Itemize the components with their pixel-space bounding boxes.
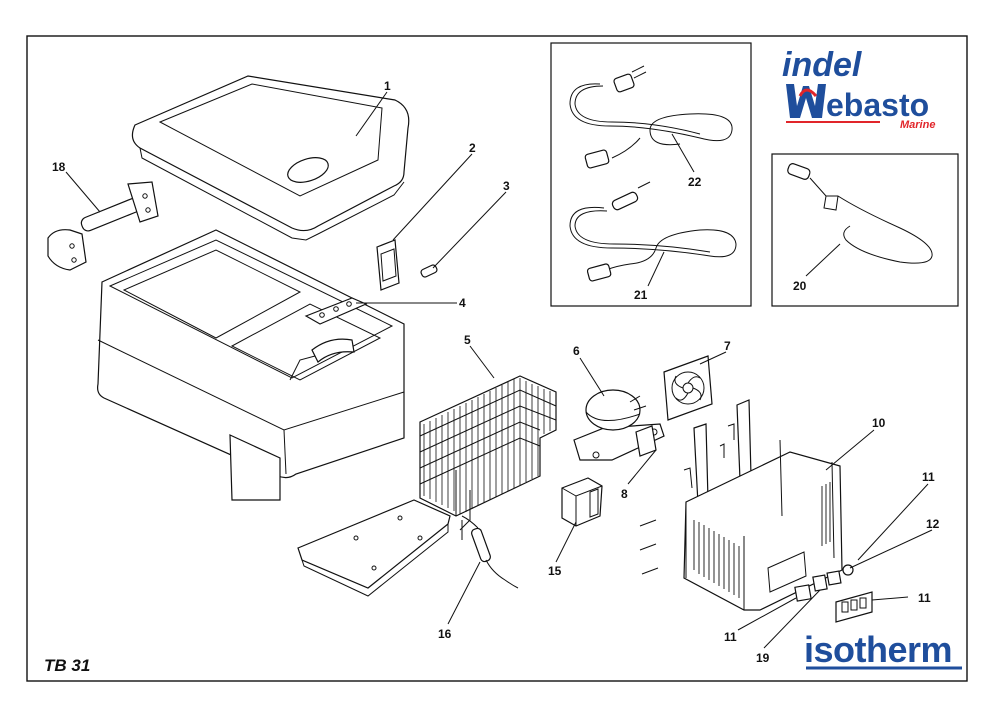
callout-12: 12 bbox=[926, 517, 940, 531]
model-label: TB 31 bbox=[44, 656, 90, 675]
sensor-box bbox=[771, 153, 959, 307]
callout-21: 21 bbox=[634, 288, 648, 302]
brand-logo-red-arc bbox=[798, 88, 818, 97]
part-hinge-cover bbox=[376, 239, 400, 291]
brand-logo-tag: Marine bbox=[900, 119, 935, 131]
part-pin bbox=[420, 264, 438, 278]
callout-8: 8 bbox=[621, 487, 628, 501]
part-lid bbox=[131, 75, 410, 241]
part-dc-cable bbox=[569, 181, 737, 282]
part-condenser bbox=[419, 375, 557, 540]
brand-logo-top: indel ebasto Marine bbox=[782, 46, 935, 131]
callout-labels: 1 2 3 4 5 6 7 8 10 11 11 11 12 15 16 18 … bbox=[52, 79, 940, 665]
part-cabinet bbox=[97, 229, 405, 501]
part-ac-cable bbox=[569, 65, 733, 169]
callout-5: 5 bbox=[464, 333, 471, 347]
callout-11-right: 11 bbox=[918, 591, 931, 605]
callout-20: 20 bbox=[793, 279, 807, 293]
part-electronic-unit bbox=[561, 477, 603, 527]
part-switches bbox=[794, 564, 873, 623]
part-control-panel bbox=[304, 297, 368, 325]
callout-19: 19 bbox=[756, 651, 770, 665]
part-sensor-cable bbox=[787, 163, 933, 264]
callout-22: 22 bbox=[688, 175, 702, 189]
leader-lines bbox=[65, 91, 933, 649]
part-bracket bbox=[635, 399, 752, 505]
callout-11-left: 11 bbox=[724, 630, 737, 644]
callout-16: 16 bbox=[438, 627, 452, 641]
callout-7: 7 bbox=[724, 339, 731, 353]
callout-18: 18 bbox=[52, 160, 66, 174]
callout-4: 4 bbox=[459, 296, 466, 310]
part-base-plate bbox=[297, 499, 451, 597]
part-thermostat-probe bbox=[461, 515, 519, 589]
callout-2: 2 bbox=[469, 141, 476, 155]
callout-15: 15 bbox=[548, 564, 562, 578]
brand-logo-bottom: isotherm bbox=[804, 629, 962, 670]
callout-10: 10 bbox=[872, 416, 886, 430]
callout-3: 3 bbox=[503, 179, 510, 193]
brand-logo-line1: indel bbox=[782, 46, 863, 84]
outer-frame bbox=[26, 35, 968, 682]
callout-11-top: 11 bbox=[922, 470, 935, 484]
part-handle bbox=[47, 181, 159, 271]
callout-1: 1 bbox=[384, 79, 391, 93]
callout-6: 6 bbox=[573, 344, 580, 358]
part-fan bbox=[663, 355, 713, 421]
cable-box bbox=[550, 42, 752, 307]
brand-logo-line2: ebasto bbox=[826, 87, 929, 123]
brand-logo-isotherm: isotherm bbox=[804, 629, 952, 670]
part-compressor bbox=[573, 389, 665, 461]
brand-logo-w-mark bbox=[786, 84, 826, 118]
